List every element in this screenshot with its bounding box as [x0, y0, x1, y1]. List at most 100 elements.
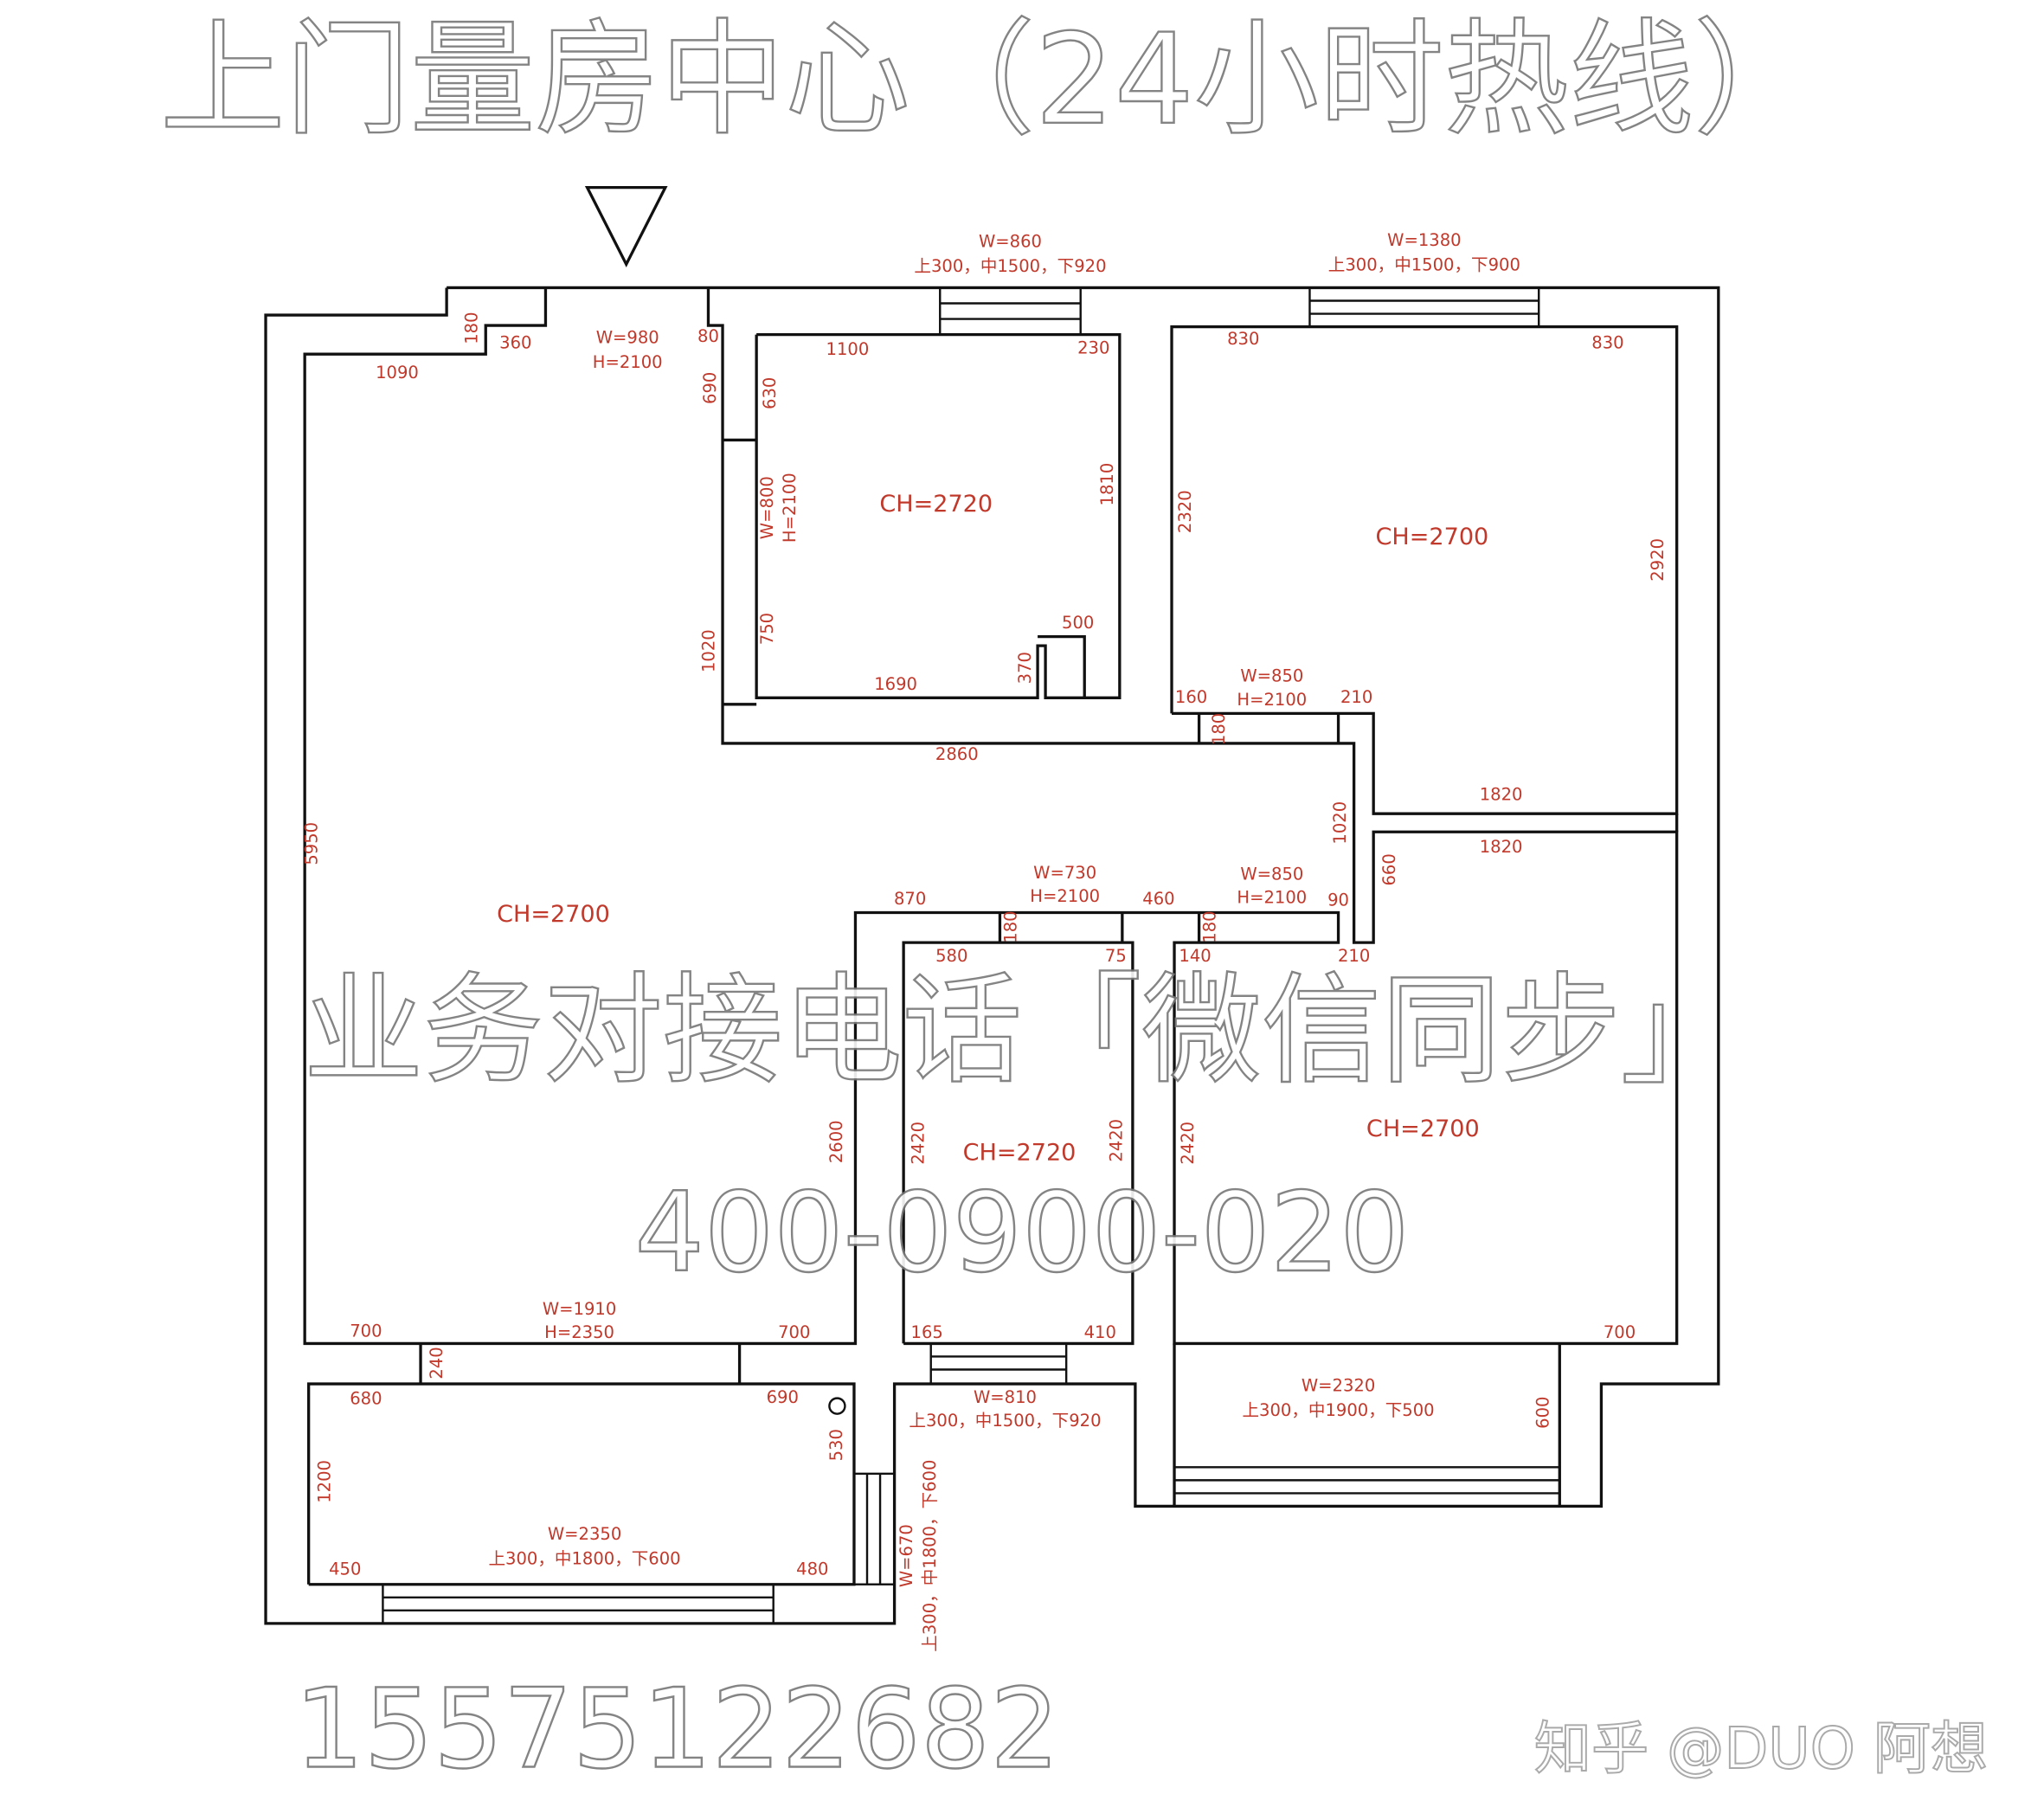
dimension-label: 上300，中1500，下920	[914, 256, 1106, 276]
dimension-label: 上300，中1800，下600	[920, 1460, 940, 1652]
dimension-label: 180	[1000, 910, 1020, 942]
dimension-label: 370	[1015, 652, 1035, 684]
dimension-label: 2920	[1648, 538, 1668, 582]
dimension-label: W=980	[596, 328, 659, 348]
dimension-label: 660	[1379, 853, 1399, 885]
dimension-label: 500	[1062, 613, 1094, 633]
dimension-label: W=2350	[548, 1524, 621, 1544]
dimension-label: CH=2720	[963, 1139, 1077, 1166]
window	[939, 286, 1082, 336]
dimension-label: 160	[1175, 687, 1207, 707]
dimension-label: 1820	[1480, 785, 1523, 805]
dimension-label: 600	[1533, 1397, 1553, 1429]
dimension-label: W=1380	[1387, 230, 1461, 250]
dimension-label: H=2100	[1237, 887, 1307, 907]
dimension-labels: W=860 上300，中1500，下920 W=1380 上300，中1500，下90…	[302, 230, 1668, 1652]
dimension-label: 210	[1340, 687, 1372, 707]
dimension-label: 180	[1200, 910, 1220, 942]
dimension-label: W=860	[979, 231, 1042, 251]
dimension-label: 上300，中1900，下500	[1243, 1400, 1435, 1420]
drain-icon	[828, 1397, 846, 1415]
dimension-label: 75	[1105, 946, 1127, 966]
dimension-label: 165	[911, 1322, 943, 1342]
dimension-label: 230	[1077, 338, 1109, 358]
dimension-label: 1200	[315, 1460, 335, 1503]
dimension-label: W=670	[897, 1524, 916, 1587]
window	[852, 1472, 896, 1585]
dimension-label: 830	[1227, 329, 1259, 349]
window	[1308, 286, 1540, 328]
dimension-label: 180	[462, 312, 482, 344]
dimension-label: H=2100	[780, 473, 800, 543]
dimension-label: 2320	[1175, 490, 1195, 533]
dimension-label: 240	[427, 1347, 447, 1379]
dimension-label: 80	[697, 326, 719, 346]
dimension-label: 460	[1142, 889, 1174, 909]
dimension-label: 530	[826, 1429, 846, 1461]
watermark: 15575122682	[294, 1665, 1059, 1792]
dimension-label: 480	[796, 1560, 828, 1579]
dimension-label: 5950	[302, 822, 322, 865]
north-arrow-icon	[584, 185, 668, 268]
dimension-label: 690	[700, 372, 720, 404]
watermarks: 上门量房中心（24小时热线） 400-0900-020 业务对接电话「微信同步」…	[159, 7, 1989, 1794]
dimension-label: 1020	[1330, 801, 1350, 845]
dimension-label: H=2350	[544, 1322, 614, 1342]
kitchen-wall	[755, 332, 1122, 699]
dimension-label: W=2320	[1302, 1376, 1375, 1396]
dimension-label: W=850	[1240, 666, 1303, 686]
window	[929, 1342, 1068, 1386]
dimension-label: 360	[499, 333, 531, 353]
dimension-label: 450	[329, 1560, 361, 1579]
dimension-label: 690	[767, 1387, 799, 1407]
walls	[264, 286, 1720, 1625]
dimension-label: 180	[1209, 713, 1229, 745]
dimension-label: 2600	[826, 1120, 846, 1163]
dimension-label: W=730	[1033, 863, 1096, 883]
dimension-label: 上300，中1500，下900	[1328, 254, 1520, 274]
dimension-label: 830	[1591, 333, 1623, 353]
dimension-label: 1690	[874, 674, 917, 694]
dimension-label: 700	[1604, 1322, 1636, 1342]
window	[1173, 1466, 1561, 1508]
watermark: 业务对接电话「微信同步」	[304, 961, 1741, 1101]
dimension-label: H=2100	[1237, 690, 1307, 710]
watermark: 上门量房中心（24小时热线）	[160, 8, 1819, 153]
dimension-label: 1020	[698, 629, 718, 672]
dimension-label: 580	[935, 946, 967, 966]
dimension-label: 上300，中1500，下920	[909, 1411, 1101, 1431]
dimension-label: 1810	[1097, 463, 1117, 506]
dimension-label: 1820	[1480, 837, 1523, 857]
window	[382, 1583, 774, 1625]
dimension-label: 210	[1338, 946, 1370, 966]
bedroom-top-wall	[1170, 325, 1679, 815]
dimension-label: W=800	[757, 476, 777, 539]
dimension-label: 700	[778, 1322, 810, 1342]
dimension-label: H=2100	[593, 352, 663, 372]
dimension-label: 90	[1327, 890, 1349, 910]
dimension-label: W=850	[1240, 864, 1303, 884]
dimension-label: H=2100	[1030, 886, 1100, 906]
dimension-label: 750	[757, 613, 777, 645]
dimension-label: 700	[350, 1321, 382, 1341]
dimension-label: 680	[350, 1389, 382, 1409]
dimension-label: 1090	[376, 363, 419, 383]
dimension-label: 2860	[935, 744, 979, 764]
dimension-label: 870	[894, 889, 926, 909]
dimension-label: CH=2700	[1366, 1116, 1480, 1142]
dimension-label: CH=2700	[1375, 524, 1488, 550]
dimension-label: 630	[760, 377, 780, 409]
dimension-label: 2420	[1178, 1122, 1198, 1165]
watermark: 400-0900-020	[634, 1169, 1409, 1296]
living-wall	[303, 287, 1679, 1346]
dimension-label: 410	[1084, 1322, 1116, 1342]
dimension-label: 上300，中1800，下600	[489, 1549, 681, 1569]
dimension-label: 140	[1179, 946, 1211, 966]
kitchen-notch	[1038, 634, 1086, 698]
windows	[382, 185, 1561, 1625]
dimension-label: CH=2720	[879, 491, 993, 518]
dimension-label: 1100	[826, 339, 870, 359]
dimension-label: W=1910	[543, 1299, 616, 1319]
credit-watermark: 知乎 @DUO 阿想	[1534, 1715, 1988, 1782]
